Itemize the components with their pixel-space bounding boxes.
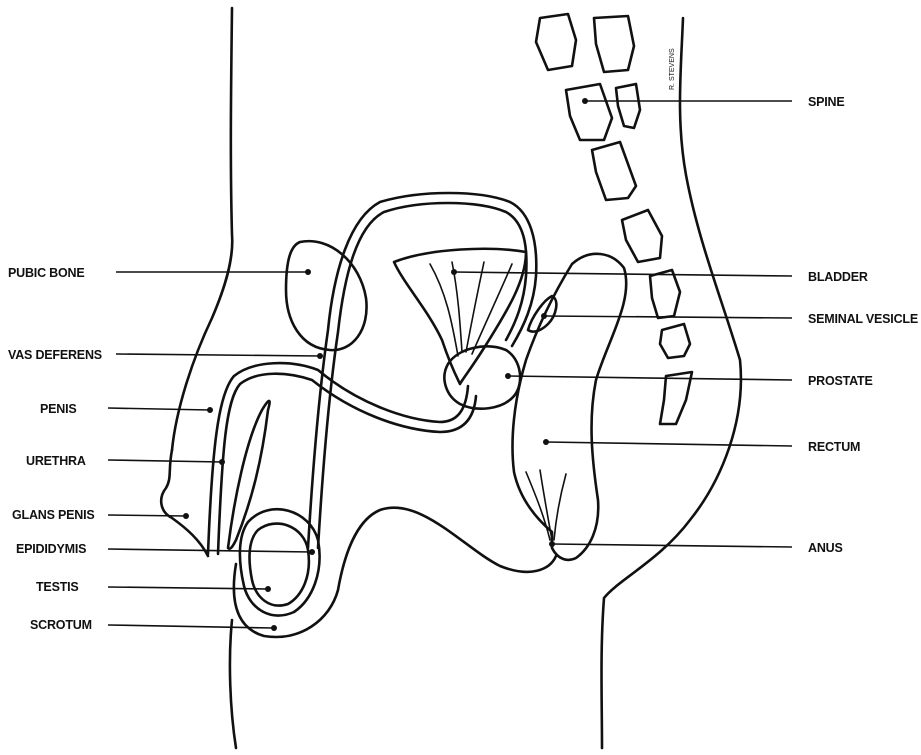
label-text-scrotum: SCROTUM <box>30 618 92 632</box>
label-vas-deferens: VAS DEFERENS <box>8 348 323 362</box>
label-text-epididymis: EPIDIDYMIS <box>16 542 86 556</box>
penis-shape <box>161 401 269 556</box>
rectum-shape <box>513 254 627 560</box>
label-text-spine: SPINE <box>808 95 845 109</box>
scrotum-testis-shape <box>234 508 556 637</box>
label-text-vas-deferens: VAS DEFERENS <box>8 348 102 362</box>
label-pubic-bone: PUBIC BONE <box>8 266 311 280</box>
label-text-bladder: BLADDER <box>808 270 868 284</box>
label-penis: PENIS <box>40 402 213 416</box>
label-text-rectum: RECTUM <box>808 440 860 454</box>
label-urethra: URETHRA <box>26 454 225 468</box>
label-text-prostate: PROSTATE <box>808 374 873 388</box>
urethra-tube <box>208 363 476 554</box>
label-text-glans-penis: GLANS PENIS <box>12 508 95 522</box>
bladder-shape <box>394 249 526 384</box>
label-text-anus: ANUS <box>808 541 843 555</box>
label-text-penis: PENIS <box>40 402 77 416</box>
label-text-seminal-vesicle: SEMINAL VESICLE <box>808 312 918 326</box>
vas-deferens-tube <box>308 193 536 548</box>
artist-signature: R. STEVENS <box>669 48 676 90</box>
label-text-testis: TESTIS <box>36 580 79 594</box>
label-text-urethra: URETHRA <box>26 454 86 468</box>
label-anus: ANUS <box>549 541 843 555</box>
label-epididymis: EPIDIDYMIS <box>16 542 315 556</box>
label-scrotum: SCROTUM <box>30 618 277 632</box>
label-text-pubic-bone: PUBIC BONE <box>8 266 84 280</box>
label-testis: TESTIS <box>36 580 271 594</box>
